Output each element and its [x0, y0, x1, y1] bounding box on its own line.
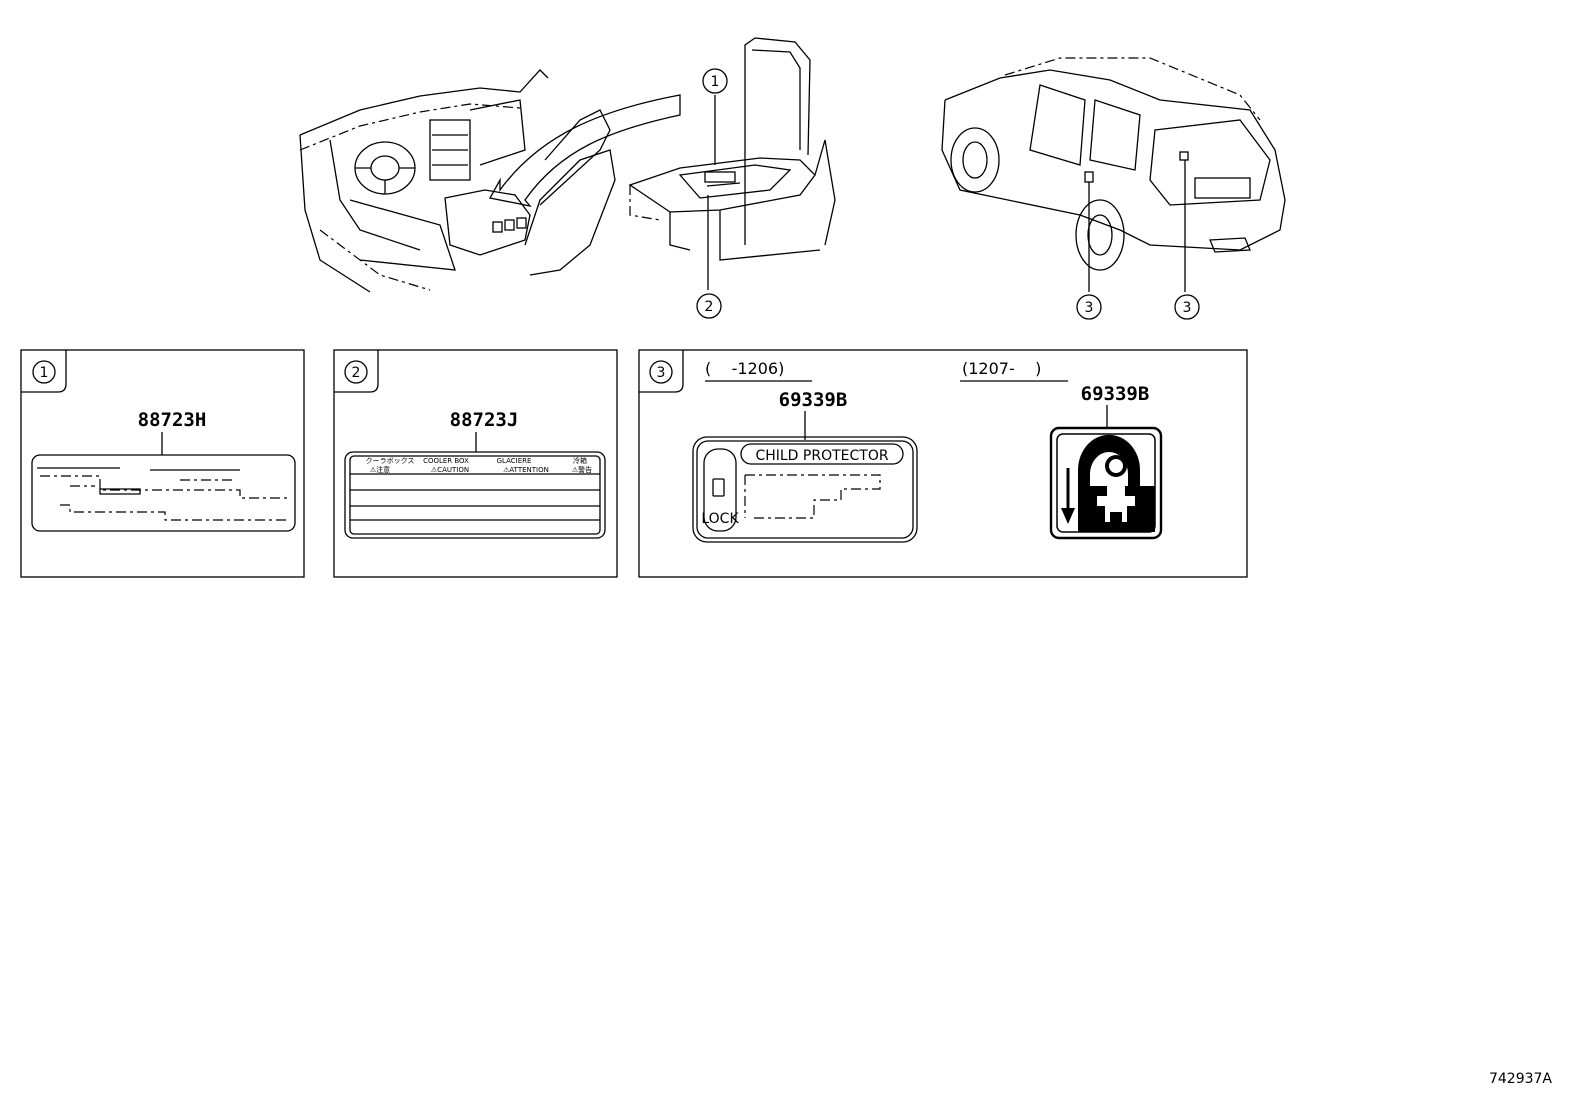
- dashboard-interior-illustration: [299, 69, 681, 293]
- caution-jp: ⚠注意: [370, 465, 390, 474]
- part-number-88723H: 88723H: [138, 409, 207, 431]
- part-number-88723J: 88723J: [450, 409, 519, 431]
- callout-3-left: 3: [1085, 300, 1094, 316]
- console-cooler-box-illustration: 1 2: [628, 37, 836, 319]
- child-protector-label-old: LOCK CHILD PROTECTOR: [692, 436, 918, 543]
- diagram-id: 742937A: [1489, 1071, 1552, 1087]
- caution-en: ⚠CAUTION: [431, 466, 469, 474]
- part-number-69339B-right: 69339B: [1081, 383, 1150, 405]
- part-number-69339B-left: 69339B: [779, 389, 848, 411]
- panel-3-index: 3: [657, 365, 666, 381]
- range-left: ( -1206): [705, 359, 784, 378]
- cooler-header-jp: クーラボックス: [366, 457, 415, 465]
- panel-1-index: 1: [40, 365, 49, 381]
- child-lock-icon: [1049, 426, 1163, 540]
- caution-fr: ⚠ATTENTION: [503, 466, 549, 474]
- callout-1-top: 1: [711, 74, 720, 90]
- cooler-header-cn: 冷箱: [573, 456, 587, 465]
- panel-2-index: 2: [352, 365, 361, 381]
- panel-3: 3 ( -1206) (1207- ) 69339B 69339B LOCK C…: [638, 349, 1248, 578]
- panel-2: 2 88723J クーラボックス COOLER BOX GLACIERE 冷箱 …: [333, 349, 618, 578]
- callout-3-right: 3: [1183, 300, 1192, 316]
- suv-exterior-illustration: 3 3: [941, 57, 1286, 320]
- label-88723J: [344, 451, 606, 539]
- panel-1: 1 88723H: [20, 349, 305, 578]
- callout-2-top: 2: [705, 299, 714, 315]
- caution-cn: ⚠警告: [572, 465, 592, 474]
- child-protector-title: CHILD PROTECTOR: [755, 448, 888, 464]
- cooler-header-en: COOLER BOX: [423, 457, 469, 465]
- lock-text: LOCK: [701, 511, 739, 527]
- range-right: (1207- ): [962, 359, 1041, 378]
- label-88723H: [31, 454, 296, 532]
- cooler-header-fr: GLACIERE: [497, 457, 532, 465]
